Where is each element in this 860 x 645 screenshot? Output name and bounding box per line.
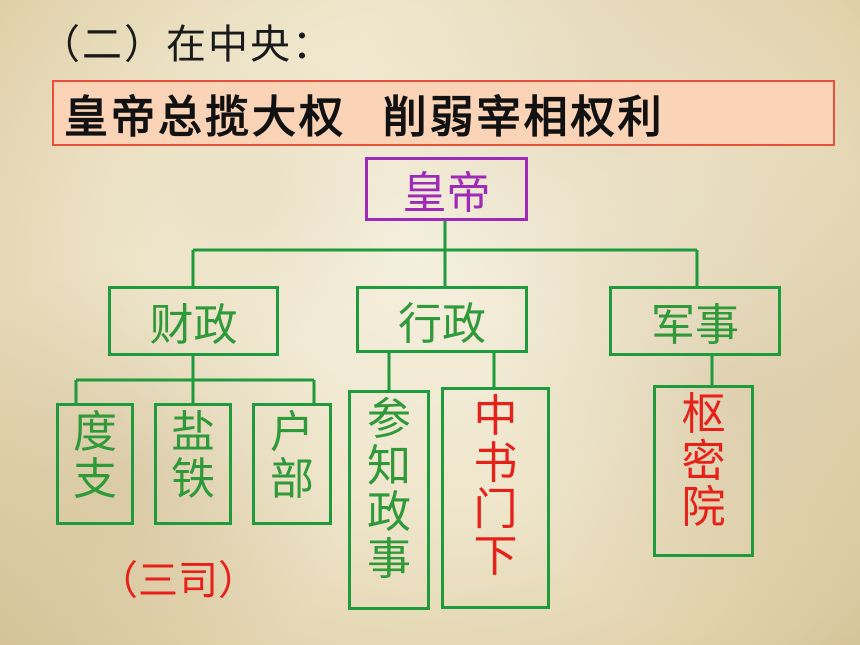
subtitle-banner: 皇帝总揽大权 削弱宰相权利 <box>52 80 835 146</box>
sansi-note: （三司） <box>98 558 258 604</box>
finance-box: 财政 <box>108 286 279 356</box>
duzhi-char-1: 度 <box>73 407 117 458</box>
zhongshu-char-3: 门 <box>473 484 518 536</box>
shumi-box: 枢 密 院 <box>653 385 754 557</box>
military-label: 军事 <box>651 300 739 351</box>
yantie-char-1: 盐 <box>171 407 215 458</box>
duzhi-box: 度 支 <box>56 403 134 525</box>
canzhi-char-2: 知 <box>367 440 411 492</box>
zhongshu-char-2: 书 <box>473 437 518 489</box>
zhongshu-char-4: 下 <box>473 530 518 582</box>
admin-box: 行政 <box>356 286 528 353</box>
hubu-char-2: 部 <box>270 453 314 505</box>
duzhi-char-2: 支 <box>73 453 117 505</box>
shumi-char-2: 密 <box>681 435 726 487</box>
yantie-char-2: 铁 <box>171 453 215 505</box>
section-heading: （二）在中央： <box>40 22 334 68</box>
hubu-box: 户 部 <box>252 403 332 525</box>
emperor-box: 皇帝 <box>365 157 528 221</box>
canzhi-box: 参 知 政 事 <box>348 390 430 610</box>
yantie-box: 盐 铁 <box>154 403 232 525</box>
shumi-char-1: 枢 <box>681 389 726 440</box>
canzhi-char-1: 参 <box>367 394 411 445</box>
finance-label: 财政 <box>149 300 238 351</box>
hubu-char-1: 户 <box>270 407 314 458</box>
emperor-label: 皇帝 <box>402 168 491 219</box>
shumi-char-3: 院 <box>681 482 726 534</box>
admin-label: 行政 <box>398 298 486 350</box>
canzhi-char-4: 事 <box>367 533 411 585</box>
subtitle-text: 皇帝总揽大权 削弱宰相权利 <box>64 92 665 143</box>
zhongshu-char-1: 中 <box>473 391 518 442</box>
military-box: 军事 <box>609 286 781 356</box>
canzhi-char-3: 政 <box>367 487 411 539</box>
zhongshu-box: 中 书 门 下 <box>441 387 550 609</box>
